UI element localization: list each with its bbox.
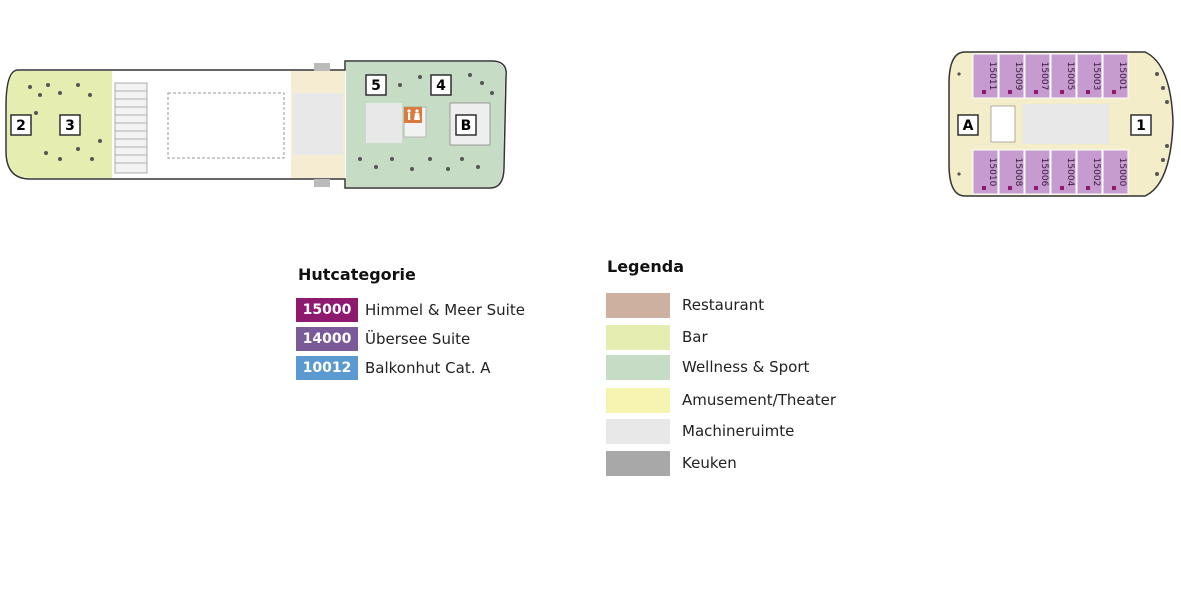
cabin-number: 15007 — [1039, 62, 1049, 91]
legend-label: Bar — [682, 328, 708, 346]
marker-5: 5 — [365, 74, 387, 96]
cabin-marker — [1034, 186, 1038, 190]
cabin-number: 15011 — [987, 62, 997, 91]
legend-swatch — [606, 451, 670, 476]
cabin-marker — [1112, 186, 1116, 190]
cabin-marker — [982, 186, 986, 190]
marker-2: 2 — [10, 114, 32, 136]
cabin-number: 15005 — [1065, 62, 1075, 91]
svg-text:1: 1 — [1136, 118, 1146, 134]
machine-room-block — [293, 93, 343, 155]
cabin-marker — [1060, 90, 1064, 94]
cabin-number: 15006 — [1039, 158, 1049, 187]
restroom-icon — [404, 107, 422, 123]
legend-label: Restaurant — [682, 296, 765, 314]
legend-label: Keuken — [682, 454, 737, 472]
pool-outline — [167, 92, 285, 159]
cabin-number: 15010 — [987, 158, 997, 187]
cabin-number: 15003 — [1091, 62, 1101, 91]
marker-1: 1 — [1130, 114, 1152, 136]
svg-text:5: 5 — [371, 78, 381, 94]
svg-text:2: 2 — [16, 118, 26, 134]
cabin-number: 15004 — [1065, 158, 1075, 187]
category-label: Himmel & Meer Suite — [365, 301, 525, 319]
cabin-marker — [1086, 90, 1090, 94]
cabin-number: 15001 — [1117, 62, 1127, 91]
legend-label: Machineruimte — [682, 422, 795, 440]
cabin-marker — [1008, 90, 1012, 94]
furniture-dots — [28, 73, 494, 171]
svg-text:3: 3 — [65, 118, 75, 134]
stairs — [114, 82, 148, 174]
cabin-marker — [1112, 90, 1116, 94]
legend-swatch — [606, 355, 670, 380]
marker-b: B — [455, 114, 477, 136]
cabin-marker — [1008, 186, 1012, 190]
legend-swatch — [606, 293, 670, 318]
category-badge-14000: 14000 — [296, 327, 358, 351]
wellness-inner-room — [366, 103, 402, 143]
cabin-number: 15008 — [1013, 158, 1023, 187]
cabin-number: 15009 — [1013, 62, 1023, 91]
cabin-row-bottom: 15010 15008 15006 15004 15002 15000 — [972, 149, 1129, 195]
legend-swatch — [606, 419, 670, 444]
cabin-marker — [1034, 90, 1038, 94]
legend-label: Amusement/Theater — [682, 391, 837, 409]
category-badge-10012: 10012 — [296, 356, 358, 380]
category-badge-15000: 15000 — [296, 298, 358, 322]
left-deck-plan: 2 3 5 4 B — [5, 60, 507, 189]
legend-swatch — [606, 325, 670, 350]
legend-label: Wellness & Sport — [682, 358, 810, 376]
gangway-bottom — [314, 179, 330, 187]
category-label: Balkonhut Cat. A — [365, 359, 491, 377]
cabin-row-top: 15011 15009 15007 15005 15003 15001 — [972, 53, 1129, 99]
legend-swatch — [606, 388, 670, 413]
hutcategorie-title: Hutcategorie — [298, 265, 416, 284]
marker-a: A — [957, 114, 979, 136]
cabin-marker — [1060, 186, 1064, 190]
svg-text:B: B — [461, 118, 472, 134]
cabin-marker — [1086, 186, 1090, 190]
svg-text:A: A — [963, 118, 974, 134]
legenda-title: Legenda — [607, 257, 684, 276]
right-machine-block — [1023, 104, 1109, 144]
category-label: Übersee Suite — [365, 330, 471, 348]
gangway-top — [314, 63, 330, 71]
svg-text:4: 4 — [436, 78, 446, 94]
marker-3: 3 — [59, 114, 81, 136]
cabin-marker — [982, 90, 986, 94]
marker-4: 4 — [430, 74, 452, 96]
cabin-number: 15002 — [1091, 158, 1101, 187]
right-furniture-dots — [957, 72, 1169, 176]
cabin-15002 — [1076, 149, 1103, 195]
right-deck-plan: 15011 15009 15007 15005 15003 15001 15010 1500… — [948, 51, 1174, 197]
cabin-number: 15000 — [1117, 158, 1127, 187]
